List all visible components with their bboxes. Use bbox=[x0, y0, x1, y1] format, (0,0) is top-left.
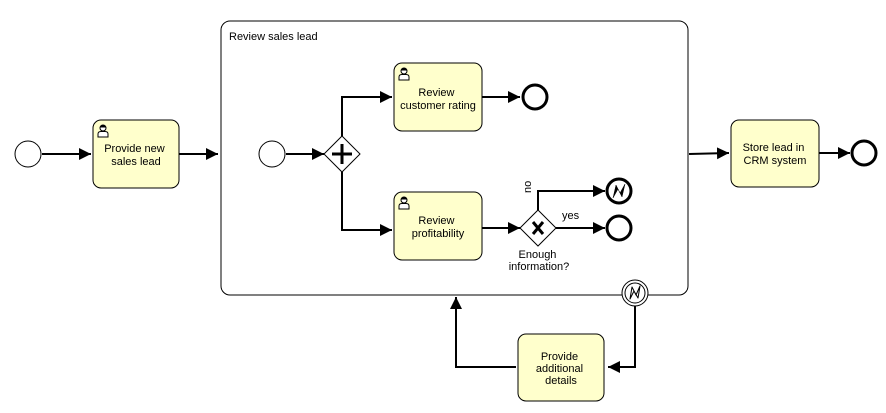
flow-details-to-subprocess bbox=[450, 297, 516, 368]
flow-label-no: no bbox=[522, 181, 534, 193]
flow-xor-no bbox=[537, 185, 605, 210]
task-label: Review profitability bbox=[412, 215, 465, 240]
task-provide-new-sales-lead[interactable]: Provide new sales lead bbox=[92, 119, 180, 189]
flow-gateway-to-rating bbox=[341, 91, 392, 136]
end-event[interactable] bbox=[850, 139, 878, 167]
parallel-gateway-icon bbox=[332, 144, 352, 164]
task-review-customer-rating[interactable]: Review customer rating bbox=[393, 62, 483, 132]
gateway-question: Enough information? bbox=[509, 249, 570, 273]
task-label: Provide additional details bbox=[536, 351, 586, 387]
flow-gateway-to-profitability bbox=[341, 172, 392, 236]
flow-boundary-to-details bbox=[608, 306, 636, 373]
end-event-yes[interactable] bbox=[605, 214, 633, 242]
sequence-flows bbox=[42, 91, 850, 373]
task-label: Review customer rating bbox=[400, 87, 476, 112]
subprocess-label: Review sales lead bbox=[229, 31, 318, 43]
parallel-gateway[interactable] bbox=[323, 135, 361, 173]
task-label: Provide new sales lead bbox=[104, 143, 168, 168]
boundary-error-event[interactable] bbox=[621, 279, 649, 307]
end-event-rating[interactable] bbox=[521, 83, 549, 111]
task-provide-additional-details[interactable]: Provide additional details bbox=[517, 333, 605, 402]
task-label: Store lead in CRM system bbox=[743, 142, 808, 167]
task-review-profitability[interactable]: Review profitability bbox=[393, 191, 483, 261]
boundary-error-event-icon bbox=[629, 285, 641, 300]
exclusive-gateway[interactable] bbox=[519, 209, 557, 247]
inner-start-event[interactable] bbox=[258, 140, 286, 168]
error-end-event[interactable] bbox=[605, 177, 633, 205]
start-event[interactable] bbox=[14, 140, 42, 168]
flow-subprocess-to-store bbox=[688, 147, 730, 160]
flow-label-yes: yes bbox=[562, 210, 580, 222]
task-store-lead[interactable]: Store lead in CRM system bbox=[730, 119, 820, 188]
error-end-event-icon bbox=[612, 183, 626, 199]
exclusive-gateway-icon bbox=[531, 221, 545, 235]
subprocess-review-sales-lead[interactable]: Review sales lead bbox=[220, 20, 689, 296]
